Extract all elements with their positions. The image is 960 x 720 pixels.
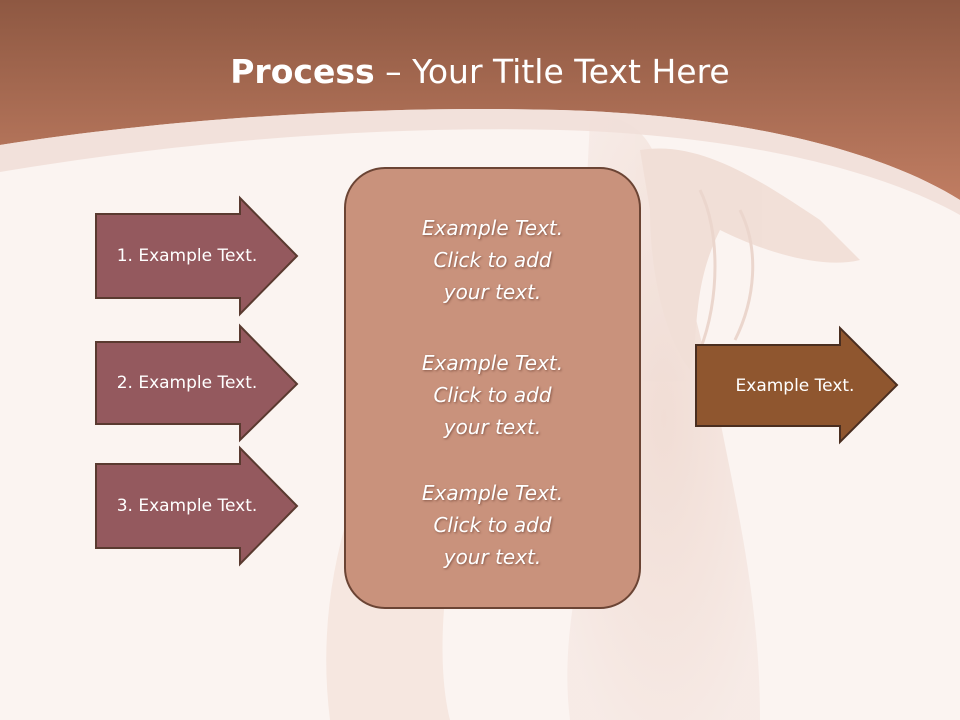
- center-text-block-3: Example Text. Click to add your text.: [345, 477, 640, 573]
- center-block-3-line-2: Click to add: [433, 513, 552, 537]
- page-title[interactable]: Process – Your Title Text Here: [0, 52, 960, 91]
- center-block-1-line-2: Click to add: [433, 248, 552, 272]
- left-arrow-1-label: 1. Example Text.: [116, 246, 258, 266]
- center-block-2-line-1: Example Text.: [421, 351, 564, 375]
- center-block-2-line-2: Click to add: [433, 383, 552, 407]
- header-band: [0, 0, 960, 200]
- right-arrow[interactable]: [695, 325, 899, 445]
- center-block-3-line-3: your text.: [443, 545, 542, 569]
- left-arrow-3-label: 3. Example Text.: [116, 496, 258, 516]
- left-arrow-3[interactable]: [95, 445, 299, 567]
- title-rest: – Your Title Text Here: [374, 52, 730, 91]
- title-bold: Process: [230, 52, 375, 91]
- center-block-2-line-3: your text.: [443, 415, 542, 439]
- center-block-1-line-3: your text.: [443, 280, 542, 304]
- center-block-1-line-1: Example Text.: [421, 216, 564, 240]
- left-arrow-1[interactable]: [95, 195, 299, 317]
- right-arrow-label: Example Text.: [735, 375, 855, 396]
- center-text-block-1: Example Text. Click to add your text.: [345, 212, 640, 308]
- center-block-3-line-1: Example Text.: [421, 481, 564, 505]
- center-text-block-2: Example Text. Click to add your text.: [345, 347, 640, 443]
- center-box[interactable]: [344, 167, 641, 609]
- left-arrow-2-label: 2. Example Text.: [116, 373, 258, 393]
- left-arrow-2[interactable]: [95, 323, 299, 443]
- header-swoosh: [0, 109, 960, 215]
